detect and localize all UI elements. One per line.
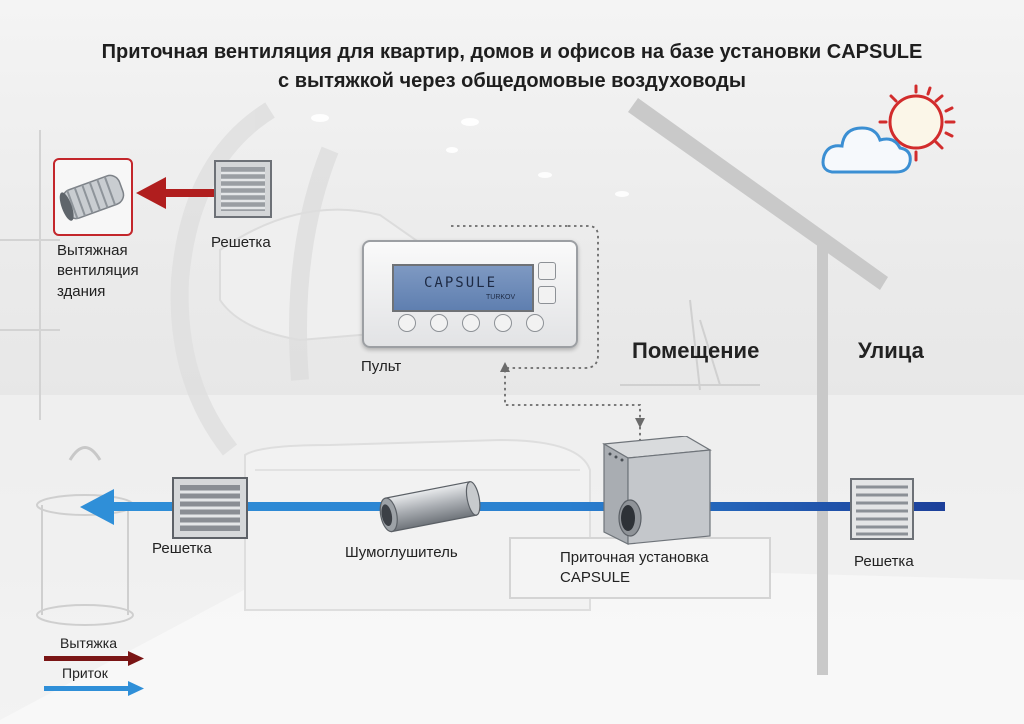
outdoor-grille-icon — [850, 478, 914, 540]
remote-side-button-1[interactable] — [538, 262, 556, 280]
supply-unit-label: Приточная установка CAPSULE — [560, 548, 709, 589]
building-exhaust-line-1: Вытяжная — [57, 242, 128, 259]
remote-fan-button[interactable] — [430, 314, 448, 332]
remote-mode-button[interactable] — [462, 314, 480, 332]
supply-unit-line-1: Приточная установка — [560, 549, 709, 566]
supply-grille-icon — [172, 477, 248, 539]
legend-supply-label: Приток — [62, 665, 108, 681]
legend-exhaust-arrow — [44, 651, 144, 666]
silencer-icon — [379, 481, 481, 533]
exhaust-duct-box — [53, 158, 133, 236]
legend: Вытяжка Приток — [40, 634, 150, 698]
sun-cloud-icon — [821, 84, 956, 174]
remote-power-button[interactable] — [398, 314, 416, 332]
building-exhaust-line-2: вентиляция — [57, 262, 139, 280]
page-title: Приточная вентиляция для квартир, домов … — [0, 38, 1024, 96]
exhaust-flow-arrow — [136, 177, 226, 209]
zone-room-label: Помещение — [632, 338, 760, 363]
silencer-label: Шумоглушитель — [345, 544, 458, 561]
remote-side-button-2[interactable] — [538, 286, 556, 304]
title-line-2: с вытяжкой через общедомовые воздуховоды — [278, 70, 746, 92]
outdoor-grille-label: Решетка — [854, 553, 914, 570]
supply-grille-label: Решетка — [152, 540, 212, 557]
supply-unit-line-2: CAPSULE — [560, 569, 631, 587]
remote-label: Пульт — [361, 358, 402, 375]
remote-control: CAPSULE TURKOV — [362, 240, 578, 348]
exhaust-grille-icon — [214, 160, 272, 218]
title-line-1: Приточная вентиляция для квартир, домов … — [101, 41, 923, 63]
building-exhaust-line-3: здания — [57, 282, 106, 300]
remote-brand: CAPSULE — [424, 275, 498, 291]
legend-supply-arrow — [44, 681, 144, 696]
zone-street-label: Улица — [858, 338, 924, 363]
remote-screen: CAPSULE TURKOV — [392, 264, 534, 312]
supply-unit-icon — [602, 436, 712, 545]
legend-exhaust-label: Вытяжка — [60, 635, 117, 651]
exhaust-grille-label: Решетка — [211, 234, 271, 251]
sun-icon — [878, 84, 956, 162]
remote-temp-button[interactable] — [494, 314, 512, 332]
remote-sub: TURKOV — [486, 294, 516, 301]
cloud-icon — [821, 126, 912, 174]
flex-duct-icon — [59, 174, 125, 221]
remote-settings-button[interactable] — [526, 314, 544, 332]
building-exhaust-label: Вытяжная вентиляция здания — [57, 241, 139, 302]
